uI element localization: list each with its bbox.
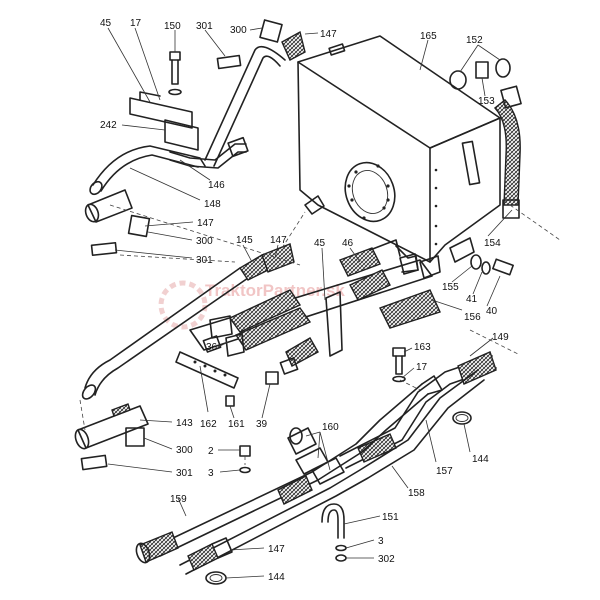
watermark: TraktorPartner.sk — [158, 280, 345, 330]
label-163: 163 — [414, 342, 431, 353]
label-159: 159 — [170, 494, 187, 505]
label-302: 302 — [378, 554, 395, 565]
clamps-144 — [205, 411, 472, 585]
label-146: 146 — [208, 180, 225, 191]
label-162: 162 — [200, 419, 217, 430]
label-145: 145 — [236, 235, 253, 246]
hose-147-left — [84, 189, 151, 257]
hydraulic-tank — [297, 35, 501, 279]
label-301: 301 — [196, 21, 213, 32]
hose-154 — [449, 58, 522, 219]
hose-151 — [321, 503, 347, 562]
label-17: 17 — [130, 18, 142, 29]
hose-147-top — [216, 19, 306, 70]
label-143: 143 — [176, 418, 193, 429]
label-149: 149 — [492, 332, 509, 343]
label-2: 2 — [208, 446, 214, 457]
leader-lines — [107, 27, 513, 579]
plate-162 — [175, 351, 239, 407]
callout-labels: 45 17 150 301 300 147 165 152 153 242 14… — [100, 18, 509, 583]
fittings-155-40 — [470, 254, 514, 276]
guide-lines — [79, 204, 561, 465]
label-165: 165 — [420, 31, 437, 42]
label-153: 153 — [478, 96, 495, 107]
bolts — [239, 347, 406, 474]
pipe-146 — [89, 45, 286, 196]
hose-143 — [74, 403, 149, 471]
label-152: 152 — [466, 35, 483, 46]
label-300-b: 300 — [196, 236, 213, 247]
label-45-b: 45 — [314, 238, 326, 249]
label-45: 45 — [100, 18, 112, 29]
label-147-d: 147 — [268, 544, 285, 555]
label-160: 160 — [322, 422, 339, 433]
pipes-157-158 — [135, 351, 497, 575]
label-147: 147 — [320, 29, 337, 40]
label-144-b: 144 — [268, 572, 285, 583]
label-156: 156 — [464, 312, 481, 323]
label-154: 154 — [484, 238, 501, 249]
label-242: 242 — [100, 120, 117, 131]
label-148: 148 — [204, 199, 221, 210]
label-300: 300 — [230, 25, 247, 36]
label-161: 161 — [228, 419, 245, 430]
label-151: 151 — [382, 512, 399, 523]
label-41: 41 — [466, 294, 478, 305]
label-3: 3 — [208, 468, 214, 479]
label-157: 157 — [436, 466, 453, 477]
label-147-b: 147 — [197, 218, 214, 229]
label-39: 39 — [256, 419, 268, 430]
label-300-c: 300 — [176, 445, 193, 456]
label-17-b: 17 — [416, 362, 428, 373]
label-301-b: 301 — [196, 255, 213, 266]
upper-bracket — [129, 51, 199, 151]
label-144: 144 — [472, 454, 489, 465]
label-147-c: 147 — [270, 235, 287, 246]
label-301-c: 301 — [176, 468, 193, 479]
label-40: 40 — [486, 306, 498, 317]
label-36: 36 — [206, 342, 218, 353]
label-155: 155 — [442, 282, 459, 293]
hoses-46 — [202, 239, 441, 385]
label-158: 158 — [408, 488, 425, 499]
label-46: 46 — [342, 238, 354, 249]
watermark-text: TraktorPartner.sk — [205, 281, 345, 300]
crossmember-45 — [189, 259, 433, 357]
label-150: 150 — [164, 21, 181, 32]
label-3-b: 3 — [378, 536, 384, 547]
hoses-160 — [287, 427, 345, 485]
